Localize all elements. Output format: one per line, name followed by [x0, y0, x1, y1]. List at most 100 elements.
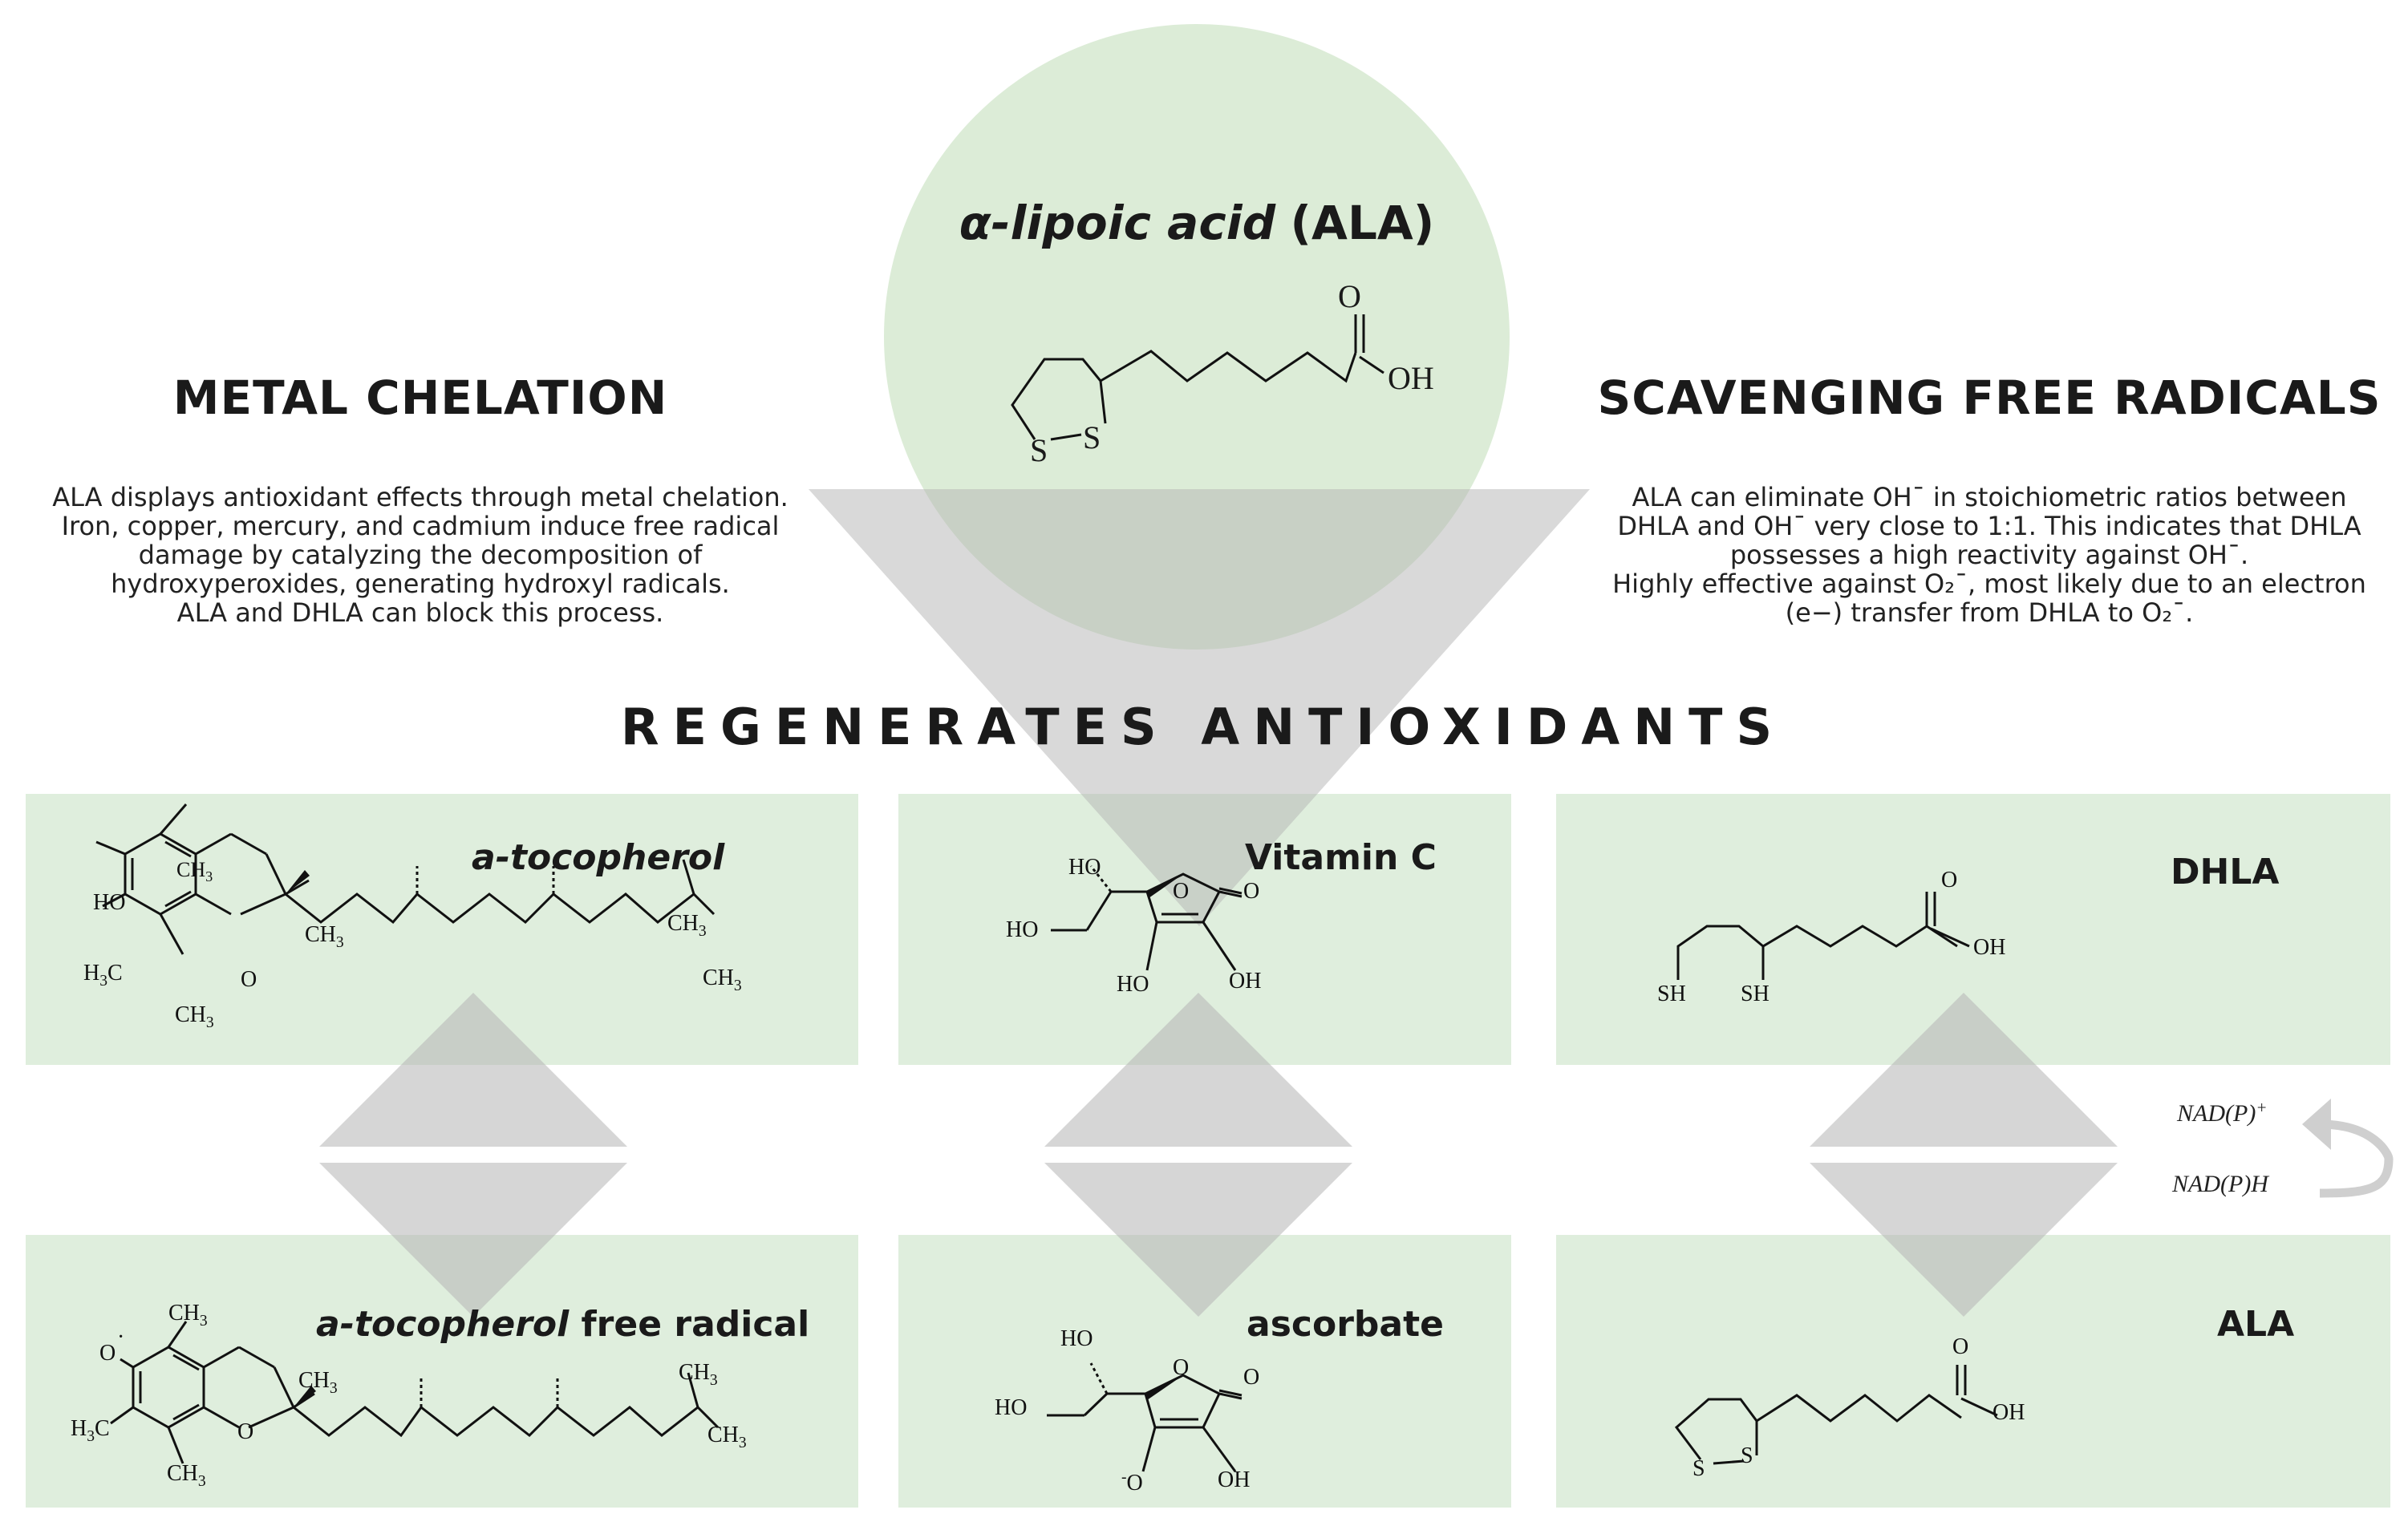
wedge-bond — [1145, 1375, 1183, 1400]
atom-label: HO — [1006, 917, 1039, 942]
atom-subscript: 3 — [197, 1472, 206, 1490]
label-ascorbate: ascorbate — [1247, 1304, 1444, 1345]
atom-label: S — [1741, 1443, 1753, 1468]
paragraph-line: ALA can eliminate OH¯ in stoichiometric … — [1632, 482, 2347, 512]
atom-label: OH — [1229, 969, 1262, 994]
metal-chelation-title: METAL CHELATION — [172, 370, 668, 425]
paragraph-line: hydroxyperoxides, generating hydroxyl ra… — [111, 569, 730, 599]
atom-text: CH — [175, 1002, 206, 1027]
atom-subscript: 3 — [329, 1379, 338, 1397]
atom-label: O — [1338, 278, 1361, 314]
radical-dot: · — [117, 1325, 125, 1350]
atom-text: O — [1126, 1471, 1143, 1496]
atom-label: OH — [1388, 360, 1434, 396]
atom-label: H3C — [71, 1416, 110, 1445]
paragraph-line: (e−) transfer from DHLA to O₂¯. — [1785, 597, 2194, 628]
atom-text: C — [95, 1416, 110, 1441]
charge-minus: - — [1121, 1469, 1127, 1487]
atom-label: O — [1941, 868, 1958, 892]
label-tocopherol-text: a-tocopherol — [472, 837, 725, 878]
dhla-structure — [1676, 892, 1970, 980]
atom-text: CH — [305, 922, 336, 947]
ascorbate-structure — [1047, 1362, 1243, 1472]
atom-text: CH — [176, 858, 206, 881]
ala-title: α-lipoic acid (ALA) — [876, 196, 1518, 250]
diamond-arrow-middle — [1044, 993, 1352, 1317]
nadp-charge: + — [2256, 1097, 2268, 1117]
diamond-arrow-right — [1810, 993, 2118, 1317]
regenerates-antioxidants-banner: REGENERATES ANTIOXIDANTS — [620, 698, 1786, 756]
atom-label: CH3 — [298, 1368, 338, 1397]
atom-label: SH — [1657, 982, 1686, 1006]
curved-return-arrow-icon — [2302, 1099, 2394, 1198]
atom-label: CH3 — [703, 965, 742, 994]
atom-subscript: 3 — [205, 1014, 214, 1031]
atom-text: H — [83, 961, 100, 986]
atom-subscript: 3 — [698, 922, 707, 940]
nadp-text: NAD(P) — [2177, 1100, 2256, 1127]
big-down-arrow — [809, 489, 1590, 926]
atom-label: S — [1083, 419, 1101, 455]
atom-label: O — [241, 967, 257, 992]
atom-label: OH — [1992, 1400, 2025, 1425]
tocopherol-structure — [95, 803, 716, 955]
atom-label: CH3 — [176, 858, 213, 885]
label-dhla: DHLA — [2171, 852, 2280, 892]
paragraph-line: damage by catalyzing the decomposition o… — [138, 540, 703, 570]
label-tocopherol-radical: a-tocopherol free radical — [316, 1304, 809, 1345]
label-tocopherol-radical-rest: free radical — [569, 1304, 810, 1345]
atom-label: SH — [1741, 982, 1770, 1006]
atom-label: O — [1952, 1334, 1969, 1359]
atom-text: CH — [679, 1360, 710, 1385]
atom-label: HO — [1068, 855, 1101, 880]
nadph-reduced-label: NAD(P)H — [2172, 1171, 2268, 1197]
atom-label: S — [1692, 1456, 1705, 1481]
paragraph-line: Iron, copper, mercury, and cadmium induc… — [61, 511, 780, 541]
ala-title-compound: α-lipoic acid — [959, 196, 1276, 250]
wedge-bond — [1147, 874, 1183, 898]
atom-label: O — [99, 1341, 116, 1366]
atom-text: CH — [667, 911, 699, 936]
atom-label: HO — [93, 890, 126, 915]
panel-tocopherol — [26, 794, 858, 1065]
atom-label: CH3 — [679, 1360, 718, 1389]
metal-chelation-text: ALA displays antioxidant effects through… — [32, 483, 809, 627]
atom-subscript: 3 — [738, 1434, 747, 1451]
atom-label: O — [1243, 1365, 1260, 1390]
atom-subscript: 3 — [199, 1312, 208, 1330]
atom-label: O — [1173, 879, 1190, 904]
atom-text: C — [107, 961, 123, 986]
atom-text: CH — [167, 1461, 198, 1486]
atom-label: CH3 — [707, 1423, 747, 1451]
diamond-arrow-left — [319, 993, 627, 1317]
atom-label: OH — [1973, 935, 2006, 960]
atom-subscript: 3 — [733, 977, 742, 994]
label-tocopherol-radical-italic: a-tocopherol — [316, 1304, 570, 1345]
atom-label: H3C — [83, 961, 123, 990]
paragraph-line: ALA displays antioxidant effects through… — [52, 482, 788, 512]
atom-label: OH — [1218, 1467, 1251, 1492]
atom-text: CH — [168, 1301, 200, 1326]
atom-subscript: 3 — [709, 1371, 718, 1389]
atom-text: CH — [298, 1368, 330, 1393]
atom-text: CH — [707, 1423, 739, 1447]
ala-structure-top — [1011, 314, 1384, 441]
label-vitamin-c: Vitamin C — [1245, 837, 1437, 878]
label-tocopherol: a-tocopherol — [472, 837, 724, 878]
atom-text: H — [71, 1416, 87, 1441]
paragraph-line: DHLA and OH¯ very close to 1:1. This ind… — [1617, 511, 2361, 541]
scavenging-text: ALA can eliminate OH¯ in stoichiometric … — [1596, 483, 2382, 627]
atom-text: CH — [703, 965, 734, 990]
atom-label: O — [1173, 1355, 1190, 1380]
atom-subscript: 3 — [205, 868, 213, 885]
wedge-bond — [294, 1386, 316, 1407]
tocopherol-radical-structure — [110, 1321, 720, 1464]
atom-label: CH3 — [305, 922, 344, 951]
atom-label: S — [1030, 432, 1048, 468]
scavenging-title: SCAVENGING FREE RADICALS — [1597, 370, 2382, 425]
ala-structure-bottom — [1674, 1365, 1998, 1465]
atom-label: CH3 — [175, 1002, 214, 1031]
label-ala: ALA — [2217, 1304, 2295, 1345]
